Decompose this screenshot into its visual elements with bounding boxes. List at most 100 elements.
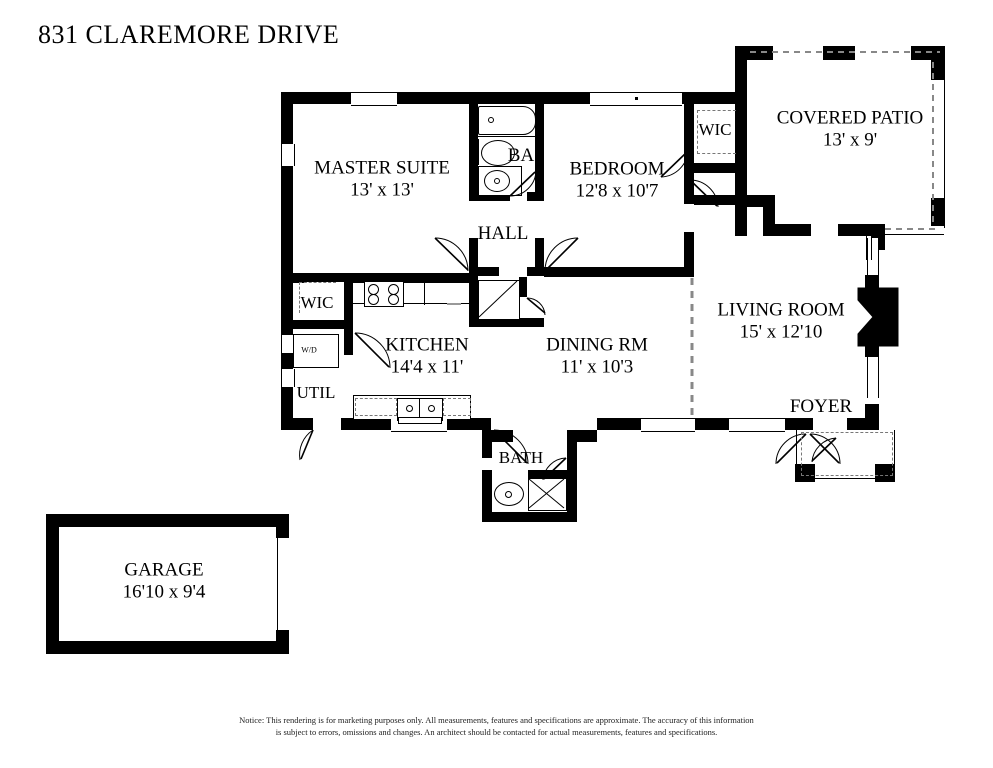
room-label-garage: GARAGE 16'10 x 9'4 xyxy=(122,559,206,603)
counter-seam xyxy=(424,281,425,305)
wall-garage-top xyxy=(46,514,289,527)
wall-exterior-bottom xyxy=(597,418,641,430)
cabinet-outline xyxy=(443,398,471,416)
wall-exterior-left xyxy=(281,166,293,273)
wall-pantry xyxy=(469,277,478,327)
vanity-sink-drain xyxy=(494,178,500,184)
dishwasher xyxy=(355,398,397,416)
sink-drain xyxy=(406,405,413,412)
window-left-1 xyxy=(281,144,295,166)
porch-post-right xyxy=(875,464,895,482)
wall-exterior-bottom xyxy=(341,418,391,430)
patio-post-right-upper xyxy=(931,46,945,80)
bath-counter-line xyxy=(478,136,535,137)
wall-patio-left-lower xyxy=(735,168,747,236)
burner xyxy=(368,294,379,305)
toilet xyxy=(481,140,515,166)
wall-hall-left xyxy=(469,238,478,276)
room-label-ba: BA xyxy=(507,144,535,166)
wall-bath-bottom xyxy=(469,192,510,201)
wall-exterior-left xyxy=(281,92,293,144)
room-label-foyer: FOYER xyxy=(789,395,853,417)
room-label-kitchen: KITCHEN 14'4 x 11' xyxy=(385,334,469,378)
room-label-bath: BATH xyxy=(498,447,544,467)
wall-bath-right xyxy=(535,104,544,201)
wall-living-patio-sep xyxy=(763,195,775,233)
wall-util-right xyxy=(344,329,353,355)
wall-garage-right-bottom xyxy=(276,630,289,654)
window-mullion xyxy=(635,97,638,100)
bathtub xyxy=(478,106,536,135)
wall-exterior-top xyxy=(682,92,744,104)
bathtub-drain xyxy=(488,117,494,123)
wall-exterior-top xyxy=(397,92,469,104)
page-title: 831 CLAREMORE DRIVE xyxy=(38,20,340,49)
window-bottom-living xyxy=(729,418,785,432)
wall-exterior-top xyxy=(281,92,351,104)
wall-patio-left xyxy=(735,46,747,176)
pantry-closet xyxy=(478,280,520,320)
room-label-dining-room: DINING RM 11' x 10'3 xyxy=(546,334,648,378)
window-bottom-dining xyxy=(641,418,695,432)
wall-bath-bottom xyxy=(527,192,544,201)
porch-edge xyxy=(796,430,797,470)
room-label-wic-master: WIC xyxy=(300,292,334,312)
wall-hall-bottom xyxy=(527,267,544,276)
patio-post-bottom-right xyxy=(931,198,945,226)
wall-exterior-bottom xyxy=(281,418,313,430)
porch-edge xyxy=(796,478,894,479)
room-label-living-room: LIVING ROOM 15' x 12'10 xyxy=(717,299,845,343)
washer-dryer-box xyxy=(293,334,339,368)
wall-exterior-left xyxy=(281,273,293,322)
wall-bedroom-right-lower xyxy=(684,232,694,277)
wall-exterior-top xyxy=(469,92,544,104)
wall-garage-left xyxy=(46,514,59,654)
porch-edge xyxy=(894,430,895,470)
sink-divider xyxy=(419,398,420,419)
wic-shelf xyxy=(299,282,336,313)
wall-bath-left xyxy=(469,104,478,201)
window-living-right-1 xyxy=(867,238,879,280)
porch-post-left xyxy=(795,464,815,482)
wall-bath2-bottom xyxy=(482,512,577,522)
wall-wic-left-top xyxy=(293,273,353,282)
wall-wic-right xyxy=(344,273,353,323)
wall-exterior-left xyxy=(281,322,293,335)
wall-garage-right-top xyxy=(276,514,289,538)
patio-step-rail xyxy=(871,236,872,260)
disclaimer-line-2: is subject to errors, omissions and chan… xyxy=(275,727,718,738)
wall-pantry xyxy=(519,277,527,297)
wall-exterior-left xyxy=(281,387,293,427)
room-label-covered-patio: COVERED PATIO 13' x 9' xyxy=(776,107,924,151)
garage-door-opening xyxy=(277,538,278,630)
wall-living-top xyxy=(694,195,752,205)
porch-slab-outline xyxy=(801,432,893,476)
room-label-hall: HALL xyxy=(477,222,529,244)
kitchen-counter-top-edge xyxy=(353,303,469,304)
wall-foyer-right xyxy=(865,404,879,430)
room-label-washer-dryer: W/D xyxy=(301,345,317,355)
room-label-util: UTIL xyxy=(296,382,336,402)
disclaimer-notice: Notice: This rendering is for marketing … xyxy=(0,714,993,739)
wall-pantry xyxy=(469,318,544,327)
wall-garage-bottom xyxy=(46,641,289,654)
wall-bath2-left xyxy=(482,470,492,522)
window-living-right-2 xyxy=(867,350,879,398)
window-top-master xyxy=(351,92,397,106)
wall-exterior-top xyxy=(544,92,590,104)
wall-exterior-bottom xyxy=(695,418,729,430)
patio-step-rail xyxy=(866,236,867,260)
patio-edge-line xyxy=(884,234,944,235)
wall-wic-bottom xyxy=(293,320,353,329)
room-label-master-suite: MASTER SUITE 13' x 13' xyxy=(314,157,450,201)
wall-bedroom-right xyxy=(684,104,694,204)
toilet-tank xyxy=(478,139,479,165)
bath2-sink-drain xyxy=(505,491,512,498)
room-label-bedroom: BEDROOM 12'8 x 10'7 xyxy=(569,158,665,202)
